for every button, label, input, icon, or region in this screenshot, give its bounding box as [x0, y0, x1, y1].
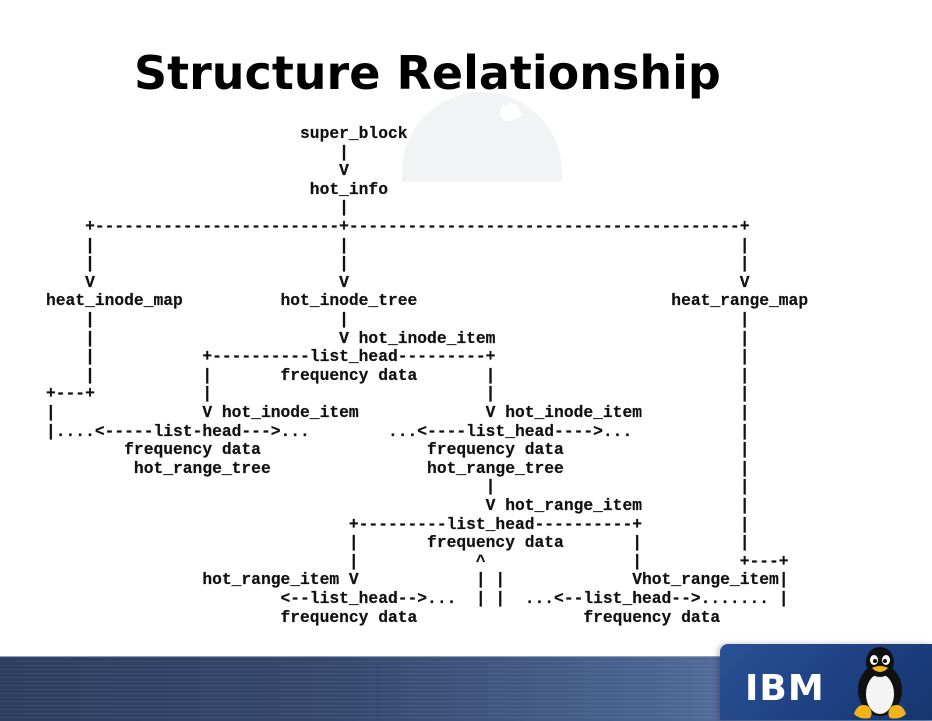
- diagram-line: heat_inode_map hot_inode_tree heat_range…: [46, 291, 809, 311]
- tux-foot-right: [888, 705, 906, 719]
- diagram-line: |: [46, 198, 349, 218]
- diagram-line: <--list_head-->... | | ...<--list_head--…: [46, 589, 789, 608]
- diagram-line: | frequency data | |: [46, 533, 750, 553]
- diagram-line: +---------list_head----------+ |: [46, 514, 750, 534]
- tux-belly: [866, 674, 894, 714]
- diagram-line: hot_range_tree hot_range_tree |: [46, 458, 750, 478]
- diagram-line: | | frequency data | |: [46, 365, 750, 385]
- slide-title: Structure Relationship: [134, 46, 721, 100]
- diagram-line: | +----------list_head---------+ |: [46, 347, 750, 367]
- tux-penguin-icon: [854, 647, 906, 719]
- diagram-line: | V hot_inode_item |: [46, 328, 750, 348]
- diagram-line: +-------------------------+-------------…: [46, 217, 750, 236]
- diagram-line: hot_info: [46, 179, 388, 199]
- diagram-line: | | |: [46, 254, 750, 274]
- tux-head: [866, 647, 894, 677]
- diagram-line: | |: [46, 477, 750, 497]
- diagram-line: +---+ | | |: [46, 384, 750, 404]
- diagram-line: frequency data frequency data: [46, 607, 721, 627]
- diagram-line: V hot_range_item |: [46, 496, 750, 515]
- ibm-logo: IBM: [745, 668, 825, 709]
- diagram-line: | ^ | +---+: [46, 551, 789, 571]
- diagram-line: hot_range_item V | | Vhot_range_item|: [46, 570, 789, 590]
- diagram-line: |: [46, 142, 349, 162]
- diagram-line: | V hot_inode_item V hot_inode_item |: [46, 403, 750, 422]
- diagram-line: frequency data frequency data |: [46, 440, 750, 460]
- tux-foot-left: [854, 705, 872, 719]
- diagram-line: | | |: [46, 310, 750, 329]
- tux-pupil-left: [873, 659, 877, 663]
- diagram-line: super_block: [46, 124, 408, 143]
- diagram-line: V: [46, 161, 349, 181]
- tux-pupil-right: [883, 659, 887, 663]
- diagram-line: V V V: [46, 272, 750, 292]
- diagram-line: | | |: [46, 235, 750, 255]
- tux-beak: [872, 666, 888, 672]
- diagram-line: |....<-----list-head--->... ...<----list…: [46, 421, 750, 441]
- structure-diagram: super_block | V hot_info | +------------…: [46, 124, 846, 645]
